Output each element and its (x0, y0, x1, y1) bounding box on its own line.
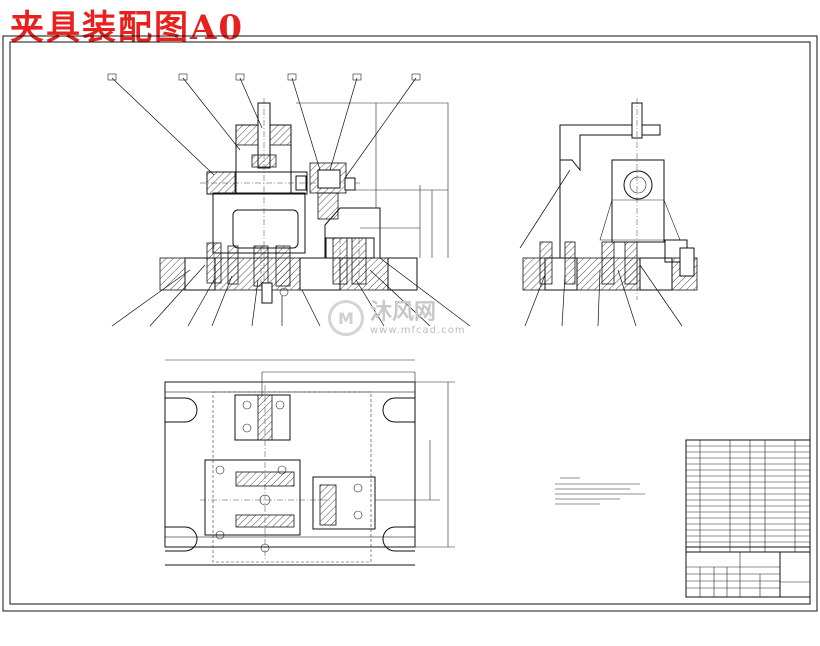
watermark: M 沐风网 www.mfcad.com (328, 300, 466, 336)
side-view (519, 98, 698, 327)
sheet-outer-frame (2, 35, 818, 612)
technical-notes (555, 477, 645, 505)
sheet-inner-frame (9, 41, 811, 605)
watermark-url: www.mfcad.com (370, 324, 466, 336)
parts-list-table (685, 439, 811, 553)
watermark-name: 沐风网 (370, 299, 437, 325)
watermark-text: 沐风网 www.mfcad.com (370, 299, 466, 336)
top-view (164, 359, 455, 566)
title-block (685, 551, 811, 598)
watermark-logo-icon: M (328, 300, 364, 336)
front-view (107, 73, 471, 327)
drawing-title: 夹具装配图A0 (10, 8, 245, 48)
